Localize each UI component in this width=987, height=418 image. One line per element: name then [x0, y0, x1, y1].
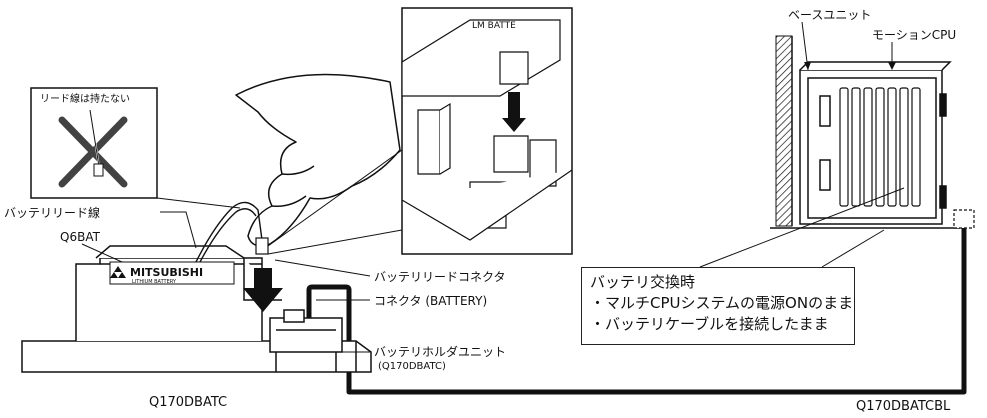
- motion-cpu-label: モーションCPU: [872, 28, 957, 42]
- connector-battery-label: コネクタ (BATTERY): [374, 294, 488, 308]
- base-unit: [775, 35, 793, 227]
- warning-box: [30, 87, 158, 199]
- lead-connector-label: バッテリリードコネクタ: [374, 270, 506, 284]
- battery-cable: [306, 228, 967, 395]
- cpu-vents: [839, 87, 921, 207]
- mitsubishi-text: MITSUBISHI: [130, 266, 203, 279]
- cpu-battery-port: [953, 209, 975, 229]
- q170dbatc-label: Q170DBATC: [149, 395, 228, 410]
- callout-title: バッテリ交換時: [590, 273, 696, 291]
- holder-unit-label: バッテリホルダユニット: [374, 345, 507, 359]
- callout-line-1: ・マルチCPUシステムの電源ONのまま: [590, 294, 854, 312]
- zoom-inset: LM BATTE: [401, 7, 573, 255]
- holder-model-label: (Q170DBATC): [378, 361, 446, 372]
- insert-arrow: [243, 268, 283, 312]
- base-unit-label: ベースユニット: [788, 8, 872, 22]
- callout-line-2: ・バッテリケーブルを接続したまま: [590, 315, 829, 333]
- lead-warning-label: リード線は持たない: [40, 94, 130, 105]
- battery-label-plate: [109, 261, 235, 285]
- lead-connector: [255, 237, 269, 255]
- replacement-note-callout: バッテリ交換時 ・マルチCPUシステムの電源ONのまま ・バッテリケーブルを接続…: [581, 267, 855, 345]
- lithium-text: LITHIUM BATTERY: [132, 279, 177, 285]
- hand-illustration: [235, 73, 401, 247]
- battery-lead-label: バッテリリード線: [4, 206, 101, 220]
- lead-wire: [195, 201, 263, 263]
- leader-lines: [81, 187, 905, 353]
- cross-icon: [58, 116, 128, 188]
- q170dbatcbl-label: Q170DBATCBL: [856, 399, 951, 414]
- svg-text:LM BATTE: LM BATTE: [472, 21, 516, 31]
- q6bat-label: Q6BAT: [60, 230, 100, 244]
- mitsubishi-logo: [110, 266, 126, 278]
